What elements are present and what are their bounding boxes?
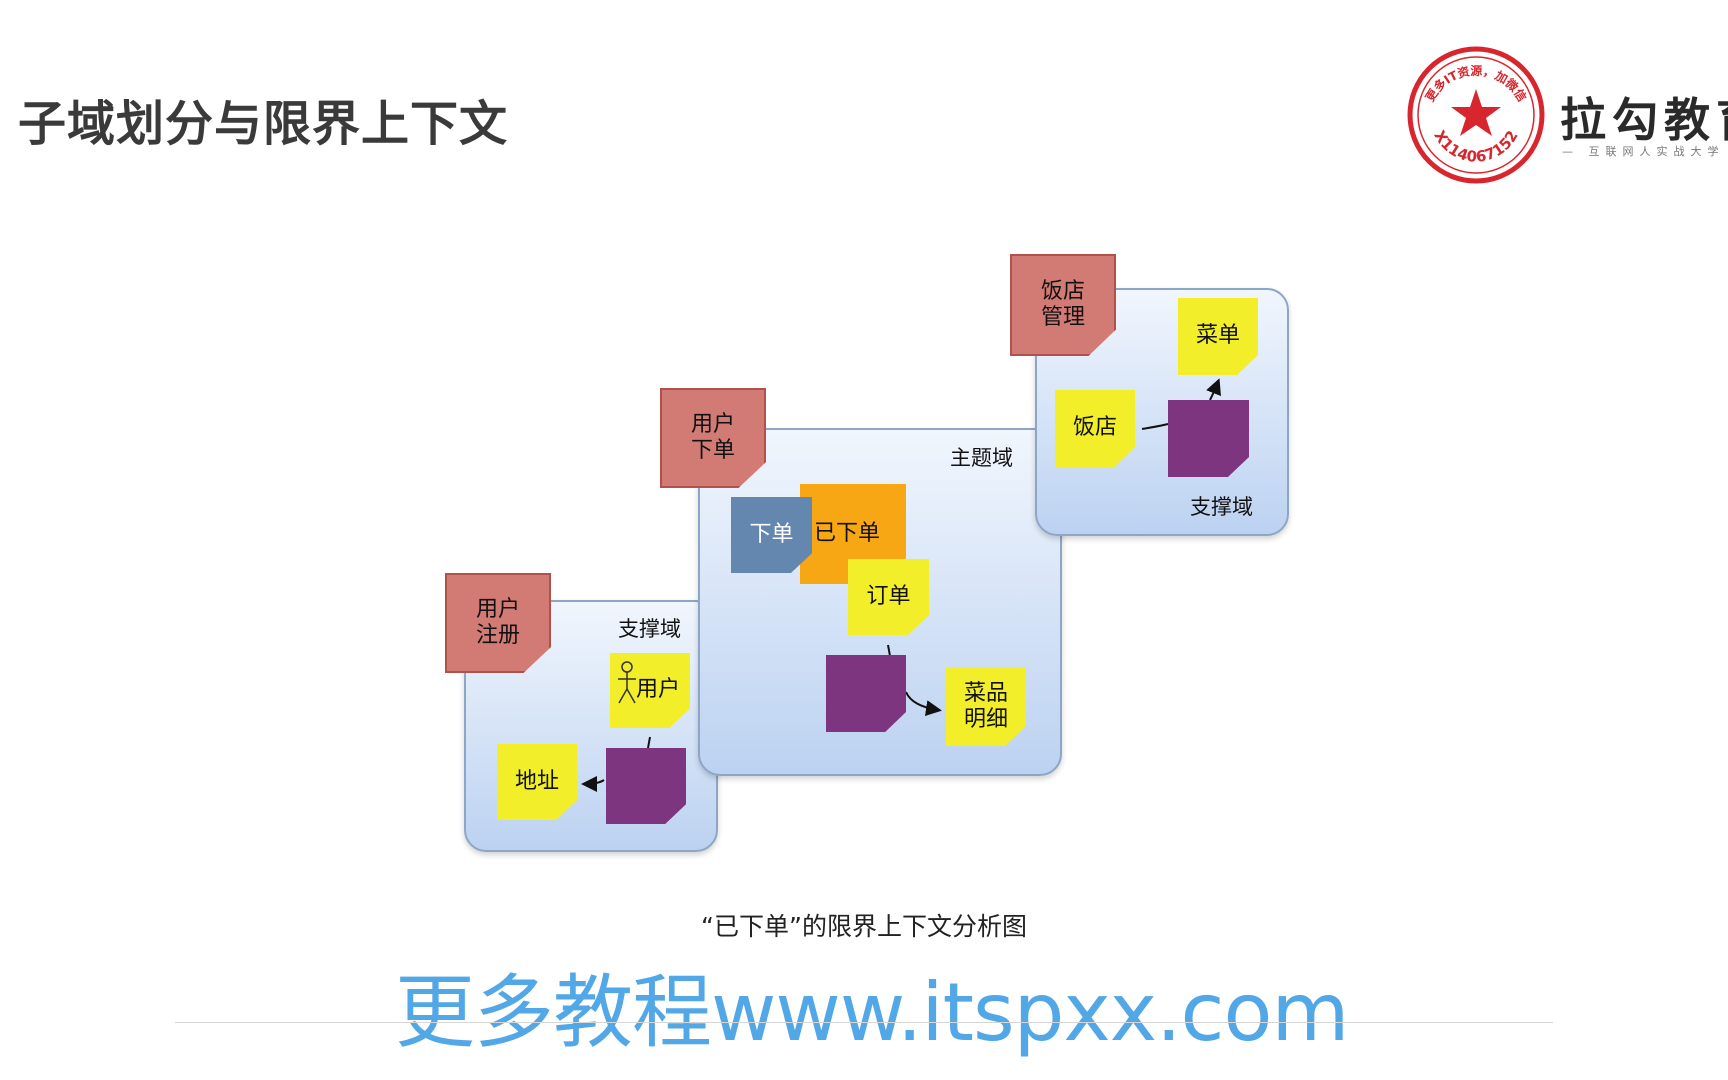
line-restaurant-to-aggregate: [1141, 423, 1169, 430]
center-domain-label: 主题域: [950, 446, 1013, 470]
sticky-note-order: 订单: [848, 559, 929, 635]
seal-stamp-icon: 更多IT资源，加微信 X114067152: [1407, 46, 1545, 184]
sticky-note-user: 用户: [610, 653, 690, 728]
slide-title: 子域划分与限界上下文: [18, 96, 509, 152]
sticky-note-restaurant: 饭店: [1055, 390, 1135, 467]
footer-divider: [175, 1022, 1553, 1023]
line-user-to-aggregate: [647, 736, 651, 749]
aggregate-sticky-center: [826, 655, 906, 732]
brand-tagline: — 互联网人实战大学: [1562, 145, 1725, 158]
line-event-to-order: [887, 644, 891, 657]
context-sticky-user-order: 用户 下单: [660, 388, 766, 488]
left-domain-label: 支撑域: [618, 617, 681, 641]
brand-logo-text: 拉勾教育: [1560, 93, 1728, 147]
arrow-aggregate-to-menu: [1206, 378, 1221, 401]
aggregate-sticky-right: [1168, 400, 1249, 477]
sticky-note-dish-detail: 菜品 明细: [946, 668, 1026, 746]
actor-icon: [618, 661, 636, 704]
context-sticky-restaurant-management: 饭店 管理: [1010, 254, 1116, 356]
arrow-order-to-detail: [905, 691, 942, 717]
diagram-caption: “已下单”的限界上下文分析图: [701, 912, 1027, 941]
watermark-text: 更多教程www.itspxx.com: [395, 966, 1349, 1059]
context-sticky-user-registration: 用户 注册: [445, 573, 551, 673]
sticky-note-menu: 菜单: [1178, 298, 1258, 375]
sticky-note-address: 地址: [497, 744, 577, 820]
command-sticky-place-order: 下单: [731, 497, 812, 573]
right-domain-label: 支撑域: [1190, 495, 1253, 519]
aggregate-sticky-left: [606, 748, 686, 824]
arrow-aggregate-to-address: [581, 775, 605, 792]
